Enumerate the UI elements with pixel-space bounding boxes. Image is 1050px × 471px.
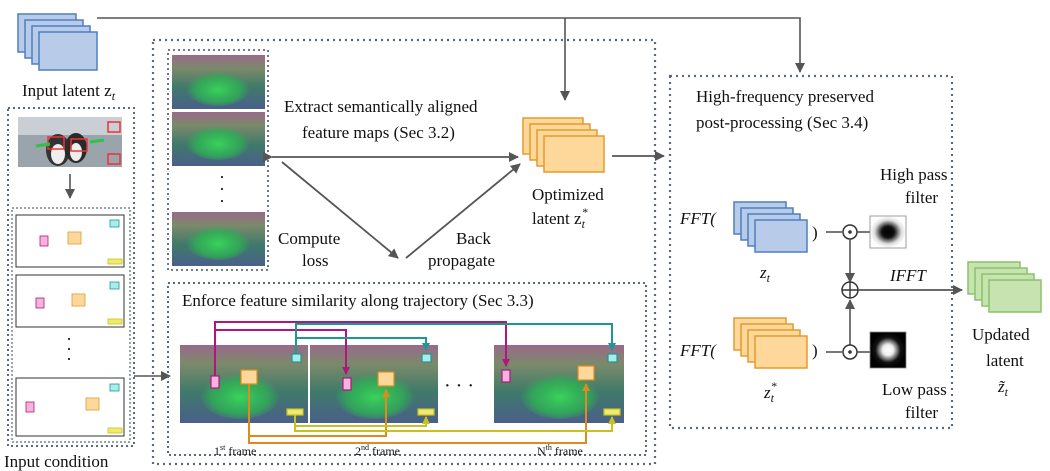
compute-label-1: Compute <box>278 229 340 248</box>
feature-map-2 <box>172 112 265 166</box>
hf-label-1: High-frequency preserved <box>696 87 874 106</box>
feature-dots-3: · <box>219 191 225 211</box>
orange-track-1 <box>248 384 390 437</box>
back-label-2: propagate <box>428 251 495 270</box>
fft-bottom-label: FFT( <box>679 341 717 360</box>
condition-photo <box>18 117 122 167</box>
back-label-1: Back <box>456 229 491 248</box>
trajectory-dots: · · · <box>444 375 474 397</box>
updated-label-1: Updated <box>972 325 1030 344</box>
close-paren-bottom: ) <box>812 341 818 360</box>
high-pass-filter-image <box>869 215 907 249</box>
framen-magenta-box <box>501 369 511 383</box>
frame1-magenta-box <box>210 375 220 389</box>
back-propagate-arrow <box>405 163 521 259</box>
high-pass-label-1: High pass <box>880 165 948 184</box>
frame1-teal-box <box>291 353 302 363</box>
condition-frame-2 <box>15 274 125 328</box>
low-pass-filter-image <box>869 331 907 369</box>
framen-orange-box <box>577 365 595 381</box>
teal-track-n <box>295 323 616 351</box>
frame2-label: 2nd frame <box>355 443 400 458</box>
low-pass-label-1: Low pass <box>882 380 947 399</box>
magenta-track-1 <box>214 329 350 376</box>
yellow-track-n <box>294 416 616 432</box>
optimized-latent-stack <box>522 117 605 173</box>
trajectory-frame-n <box>494 345 624 423</box>
updated-label-2: latent <box>986 351 1024 370</box>
input-condition-label: Input condition <box>4 452 109 471</box>
orange-track-n <box>248 383 590 444</box>
compute-loss-arrow <box>281 161 399 259</box>
hf-label-2: post-processing (Sec 3.4) <box>696 113 868 132</box>
magenta-track-n <box>214 321 510 367</box>
low-pass-label-2: filter <box>905 403 938 422</box>
close-paren-top: ) <box>812 223 818 242</box>
condition-frame-1 <box>15 214 125 268</box>
condition-dots-3: · <box>66 349 72 369</box>
framen-label: Nth frame <box>537 443 583 458</box>
frame1-label: 1st frame <box>214 443 256 458</box>
frame2-magenta-box <box>342 377 352 391</box>
feature-map-1 <box>172 55 265 109</box>
zt-latent-stack <box>733 201 808 253</box>
framen-yellow-box <box>603 408 621 416</box>
zstar-latent-stack <box>733 317 808 369</box>
framen-teal-box <box>607 353 618 363</box>
frame1-yellow-box <box>286 408 304 416</box>
feature-map-n <box>172 212 265 266</box>
input-condition-box <box>7 107 135 447</box>
optimized-label-2: latent z*t <box>532 205 588 231</box>
compute-label-2: loss <box>302 251 328 270</box>
frame2-yellow-box <box>417 408 435 416</box>
condition-dots-1: · <box>66 329 72 349</box>
trajectory-frame-2 <box>310 345 438 423</box>
postprocess-box <box>668 74 954 430</box>
ifft-label: IFFT <box>889 266 927 285</box>
feature-dots-1: · <box>219 167 225 187</box>
input-to-postprocess-arrow <box>97 17 805 73</box>
enforce-label: Enforce feature similarity along traject… <box>182 291 534 310</box>
high-pass-label-2: filter <box>905 188 938 207</box>
updated-z-label: z̃t <box>997 377 1009 399</box>
middle-stage-box <box>151 38 657 466</box>
frame2-teal-box <box>421 353 432 363</box>
yellow-track-1 <box>294 415 430 427</box>
feature-dots-2: · <box>219 179 225 199</box>
condition-dots-2: · <box>66 339 72 359</box>
zt-label: zt <box>759 263 771 285</box>
optimized-label-1: Optimized <box>532 185 604 204</box>
input-latent-stack <box>17 13 98 71</box>
frame2-orange-box <box>377 371 395 387</box>
condition-frame-n <box>15 377 125 437</box>
zstar-label: z*t <box>763 379 777 405</box>
frame1-orange-box <box>240 369 258 385</box>
fft-top-label: FFT( <box>679 209 717 228</box>
extract-label-1: Extract semantically aligned <box>284 97 478 116</box>
input-latent-label: Input latent zt <box>22 81 116 103</box>
extract-label-2: feature maps (Sec 3.2) <box>302 123 455 142</box>
updated-latent-stack <box>967 261 1042 313</box>
teal-track-1 <box>295 337 430 354</box>
